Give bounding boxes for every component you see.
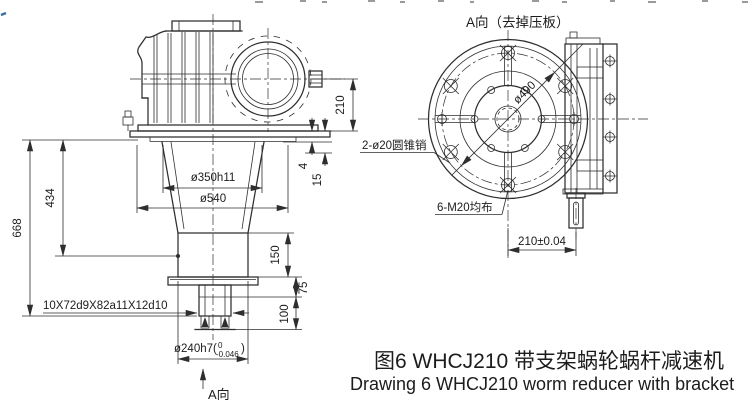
view-a-label: A向 [208,387,230,402]
dim-240h7-tol-upper: 0 [218,341,223,350]
base-plates [122,110,331,142]
page-edge-artifacts [0,0,748,17]
dim-210-label: 210 [335,95,347,114]
bolt-note-label: 6-M20均布 [437,201,493,214]
dim-540-label: ø540 [200,193,226,205]
dim-434-label: 434 [45,188,57,208]
caption-chinese: 图6 WHCJ210 带支架蜗轮蜗杆减速机 [374,350,724,373]
a-view-centerlines [418,30,648,258]
dim-240h7-tol-lower: -0.046 [216,350,239,359]
dim-668-label: 668 [12,218,24,237]
dim-240h7-suffix: ) [241,343,245,355]
figure-caption: 图6 WHCJ210 带支架蜗轮蜗杆减速机 Drawing 6 WHCJ210 … [350,350,734,394]
spline-spec-label: 10X72d9X82a11X12d10 [43,300,168,312]
a-view: A向（去掉压板） [360,15,648,258]
side-cover-bolts [603,54,617,183]
dim-350h11-label: ø350h11 [191,172,236,184]
caption-english: Drawing 6 WHCJ210 worm reducer with brac… [350,374,734,394]
housing-side-profile [562,31,618,240]
dim-75-label: 75 [298,282,310,295]
inner-holes [470,86,546,152]
taper-pins [437,112,579,126]
spline-shaft [194,284,236,331]
dim-center-distance-label: 210±0.04 [518,236,566,248]
cooling-fins [153,32,214,123]
front-view-dimensions: 668 434 ø350h11 ø540 210 4 [12,78,358,402]
spline-bore [496,107,520,131]
taper-pin-note-label: 2-ø20圆锥销 [362,138,427,152]
dim-490: ø490 [451,43,584,176]
a-view-title: A向（去掉压板） [466,15,570,30]
dim-240h7-prefix: ø240h7( [174,343,217,355]
dim-15-label: 15 [312,174,324,187]
housing-left-profile [137,30,167,126]
worm-shaft-end [566,188,586,240]
front-view: 668 434 ø350h11 ø540 210 4 [12,14,358,402]
radial-fins [224,35,312,123]
dim-100-label: 100 [279,304,291,323]
dim-150-label: 150 [270,245,282,264]
gearbox-housing [137,20,323,126]
top-cap [171,20,241,32]
rib-spokes [435,46,581,192]
a-view-notes: 2-ø20圆锥销 6-M20均布 [360,138,509,215]
dim-4-label: 4 [298,162,310,169]
bearing-housing [224,35,312,123]
dim-center-distance: 210±0.04 [507,228,577,256]
foundation-bolt [122,110,134,131]
pressure-plate [129,130,331,138]
